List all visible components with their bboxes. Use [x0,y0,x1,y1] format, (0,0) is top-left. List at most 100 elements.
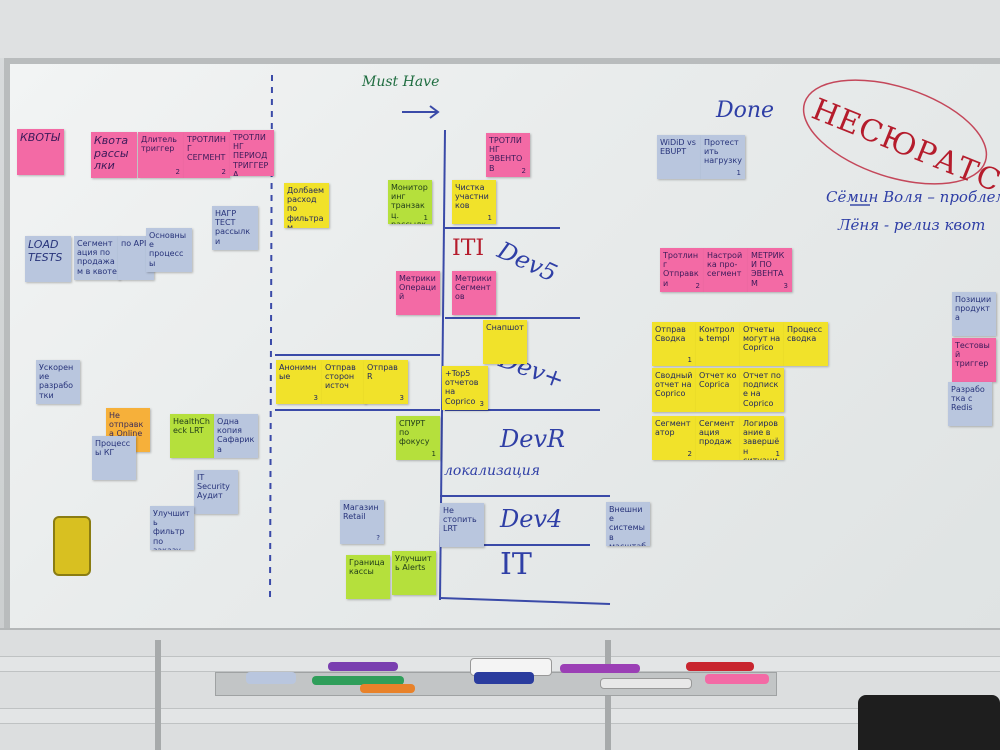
sticky-note-estimate: 1 [687,355,692,364]
sticky-note-text: WiDiD vs EBUPT [660,138,696,157]
sticky-note-monitoring-tranzakts[interactable]: Мониторинг транзакц. рассылки1 [388,180,432,224]
sticky-note-nagr-test[interactable]: НАГР ТЕСТ рассылки [212,206,258,250]
sticky-note-uskorenie-razrabotki[interactable]: Ускорение разработки [36,360,80,404]
sticky-note-uluchshit-filtr[interactable]: Улучшить фильтр по заказу [150,506,194,550]
wall-panel [0,0,128,58]
sticky-note-magazin-retail[interactable]: Магазин Retail? [340,500,384,544]
sticky-note-protsessy-kg[interactable]: Процессы КГ [92,436,136,480]
red-marker[interactable] [686,662,754,671]
sticky-note-widid-vs-ebupt[interactable]: WiDiD vs EBUPT [657,135,701,179]
purple-marker[interactable] [328,662,398,671]
sticky-note-text: по API [121,239,147,248]
sticky-note-text: Метрики Операций [399,274,437,302]
sticky-note-small-blue-1[interactable]: Сегментация по продажам в квоте [74,236,120,280]
sticky-note-text: Отчет по подписке на Coprico [743,371,781,408]
sticky-note-dolbaem-raskhod[interactable]: Долбаем расход по фильтрам [284,183,329,228]
sticky-note-protsess-svodka[interactable]: Процесс сводка [784,322,828,366]
wall-panel [126,0,612,58]
sticky-note-text: Длитель триггер [141,135,177,154]
sticky-note-small-blue-3[interactable]: Основные процессы [146,228,192,272]
sticky-note-text: Долбаем расход по фильтрам [287,186,325,228]
sticky-note-estimate: ? [376,533,380,542]
sticky-note-text: Отчеты могут на Coprico [743,325,781,353]
sticky-note-otchet-ko-coprica[interactable]: Отчет ко Coprica [696,368,740,412]
black-bag [858,695,1000,750]
sticky-note-ne-stopit-lrt[interactable]: Не стопить LRT [440,503,484,547]
lane-label-lokalizatsiya: локализация [444,463,541,479]
orange-marker[interactable] [360,684,415,693]
wall-panel [610,0,1000,58]
sticky-note-otchety-mogut[interactable]: Отчеты могут на Coprico [740,322,784,366]
sticky-note-otchet-po-podpiske[interactable]: Отчет по подписке на Coprico [740,368,784,412]
whiteboard-eraser[interactable] [53,516,91,576]
sticky-note-estimate: 1 [423,213,428,222]
right-note-line-2: Лёня - релиз квот [838,216,986,234]
sticky-note-kvota-rassylki[interactable]: Квота рассылки [91,132,137,178]
white-marker[interactable] [600,678,692,689]
sticky-note-protsess-nagruzka[interactable]: Протестить нагрузку 1 [701,135,745,179]
sticky-note-text: Позиции продукта [955,295,992,323]
sticky-note-text: Процессы КГ [95,439,131,458]
sticky-note-it-security-audit[interactable]: IT Security Аудит [194,470,238,514]
sticky-note-estimate: 2 [175,167,180,176]
sticky-note-nastroyka-pro-segment[interactable]: Настройка про-сегмент [704,248,748,292]
sticky-note-trotling-period[interactable]: ТРОТЛИНГ ПЕРИОД ТРИГГЕРА [230,130,274,176]
sticky-note-healthcheck[interactable]: HealthCheck LRT [170,414,214,458]
sticky-note-text: Магазин Retail [343,503,379,522]
sticky-note-svodny-otchet[interactable]: Сводный отчет на Coprico [652,368,696,412]
sticky-note-text: Внешние системы в масштаб [609,505,646,546]
sticky-note-text: Логирование в завершён ситуациях [743,419,780,460]
sticky-note-granitsa-kassy[interactable]: Граница кассы [346,555,390,599]
sticky-note-text: Отправ Сводка [655,325,686,344]
sticky-note-side-pink-1[interactable]: Тестовый триггер [952,338,996,382]
sticky-note-text: Улучшить Alerts [395,554,432,573]
sticky-note-text: Метрики Сегментов [455,274,492,302]
sticky-note-text: Сегментация по продажам в квоте [77,239,117,276]
sticky-note-text: КВОТЫ [20,131,60,144]
sticky-note-odna-kopiya[interactable]: Одна копия Сафарика [214,414,258,458]
sticky-note-segmentatsiya-prodazh[interactable]: Сегментация продаж [696,416,740,460]
lane-label-devr: DevR [500,425,566,453]
sticky-note-snapshot[interactable]: Снапшот [483,320,527,364]
sticky-note-metriki-segmentov[interactable]: Метрики Сегментов [452,271,496,315]
sticky-note-otprav-svodka[interactable]: Отправ Сводка 1 [652,322,696,366]
sticky-note-text: Разработка с Redis [951,385,985,413]
green-marker[interactable] [312,676,404,685]
done-heading: Done [716,98,775,123]
sticky-note-kontrol-templ[interactable]: Контроль templ [696,322,740,366]
sticky-note-kvoty[interactable]: КВОТЫ [17,129,64,175]
sticky-note-text: Основные процессы [149,231,187,268]
sticky-note-otpravka-istochnik[interactable]: Отправ сторон источ [322,360,366,404]
sticky-note-dlitelnost-trigger[interactable]: Длитель триггер 2 [138,132,184,178]
blue-notepad[interactable] [246,672,296,684]
sticky-note-estimate: 1 [431,449,436,458]
sticky-note-text: Настройка про-сегмент [707,251,743,279]
sticky-note-metriki-operatsii[interactable]: Метрики Операций [396,271,440,315]
pink-notepad[interactable] [705,674,769,684]
sticky-note-text: Снапшот [486,323,524,332]
sticky-note-text: Протестить нагрузку [704,138,742,166]
sticky-note-text: LOAD TESTS [28,238,63,264]
sticky-note-estimate: 3 [399,393,404,402]
sticky-note-estimate: 1 [487,213,492,222]
sticky-note-text: МЕТРИКИ ПО ЭВЕНТАМ [751,251,785,288]
sticky-note-uluchshit-alerts[interactable]: Улучшить Alerts [392,551,436,595]
sticky-note-load-tests[interactable]: LOAD TESTS [25,236,71,282]
sticky-note-side-blue-2[interactable]: Разработка с Redis [948,382,992,426]
sticky-note-estimate: 1 [736,168,741,177]
sticky-note-side-blue-1[interactable]: Позиции продукта [952,292,996,336]
sticky-note-vneshnie-sistemy[interactable]: Внешние системы в масштаб [606,502,650,546]
sticky-note-logirovanie[interactable]: Логирование в завершён ситуациях1 [740,416,784,460]
blue-marker-pack[interactable] [474,672,534,684]
violet-marker[interactable] [560,664,640,673]
